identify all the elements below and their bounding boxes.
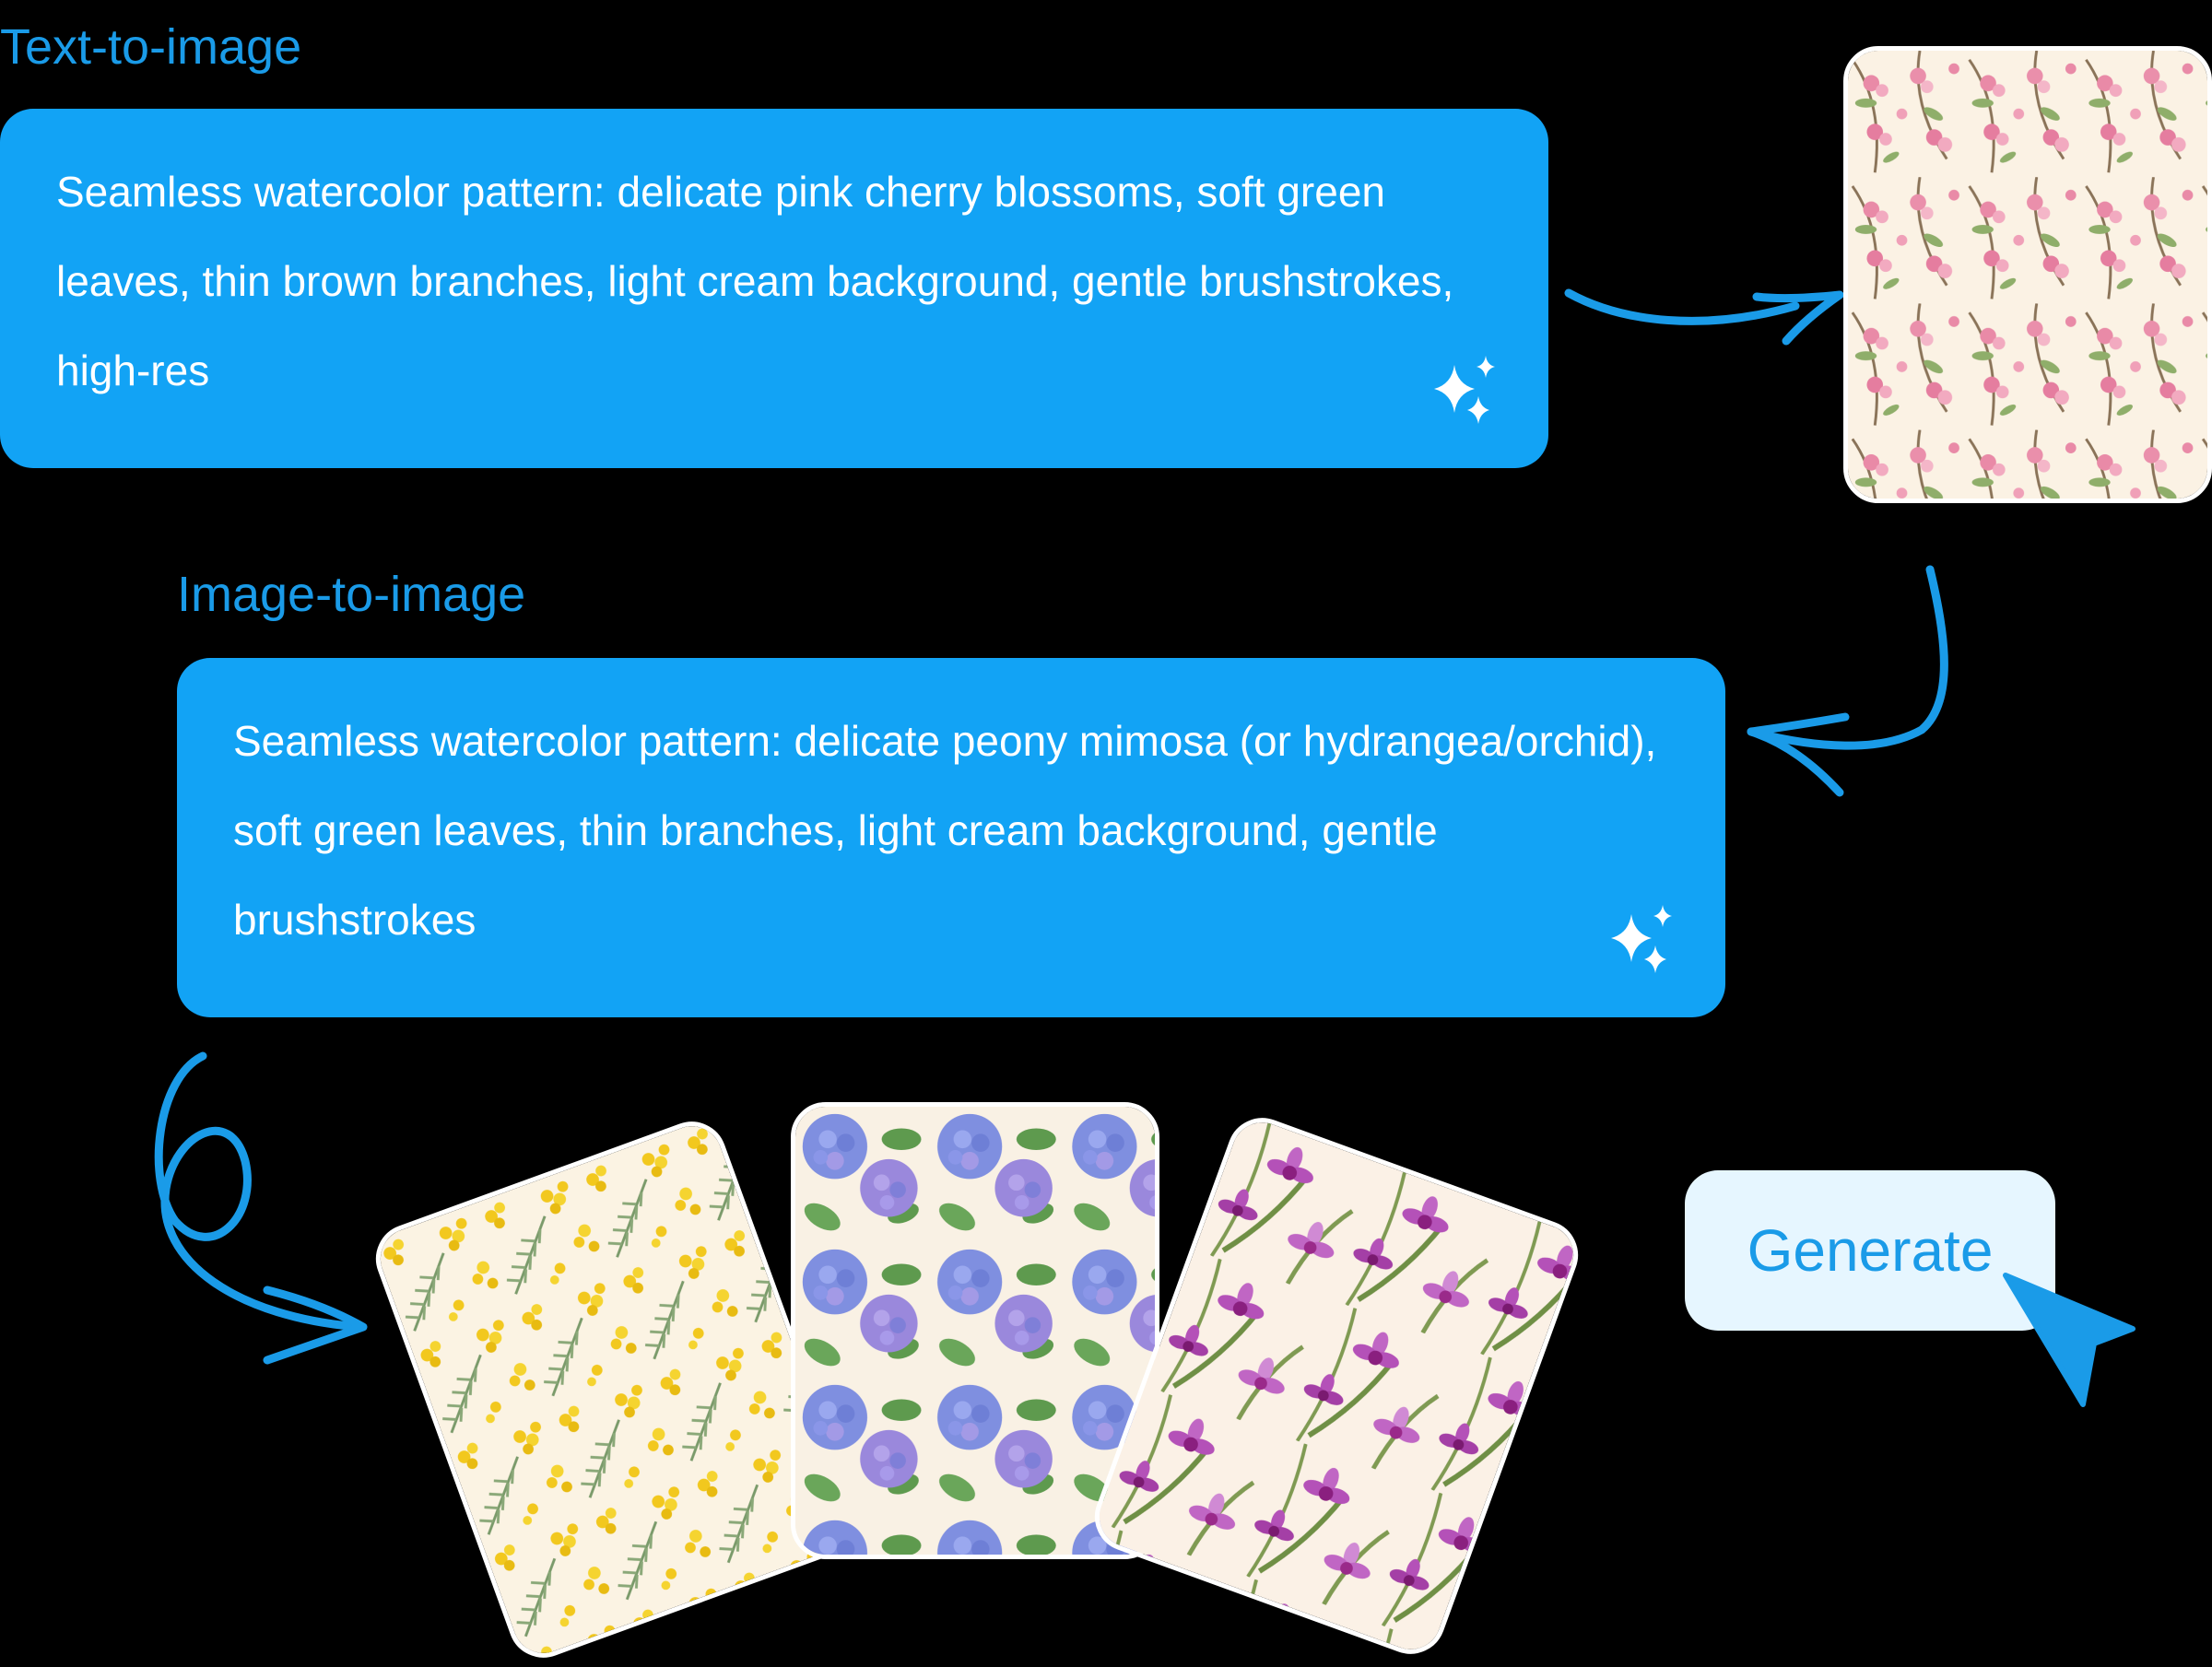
image-to-image-prompt-text: Seamless watercolor pattern: delicate pe… <box>233 717 1657 944</box>
image-to-image-label: Image-to-image <box>177 567 526 622</box>
loop-arrow-icon <box>154 1051 368 1365</box>
curved-arrow-icon <box>1564 288 1844 346</box>
sparkles-icon[interactable] <box>1427 354 1504 431</box>
text-to-image-label: Text-to-image <box>0 19 302 75</box>
orchid-pattern-image <box>1085 1108 1588 1664</box>
mimosa-pattern-image <box>366 1111 869 1667</box>
text-to-image-prompt-text: Seamless watercolor pattern: delicate pi… <box>56 168 1454 394</box>
hydrangea-pattern-image <box>791 1102 1159 1559</box>
cursor-pointer-icon <box>2003 1273 2136 1407</box>
curved-arrow-icon <box>1747 565 1948 797</box>
image-to-image-prompt-card[interactable]: Seamless watercolor pattern: delicate pe… <box>177 658 1725 1017</box>
sparkles-icon[interactable] <box>1604 903 1681 980</box>
generate-button[interactable]: Generate <box>1685 1170 2055 1331</box>
cherry-blossom-pattern-image <box>1843 46 2212 503</box>
text-to-image-prompt-card[interactable]: Seamless watercolor pattern: delicate pi… <box>0 109 1548 468</box>
